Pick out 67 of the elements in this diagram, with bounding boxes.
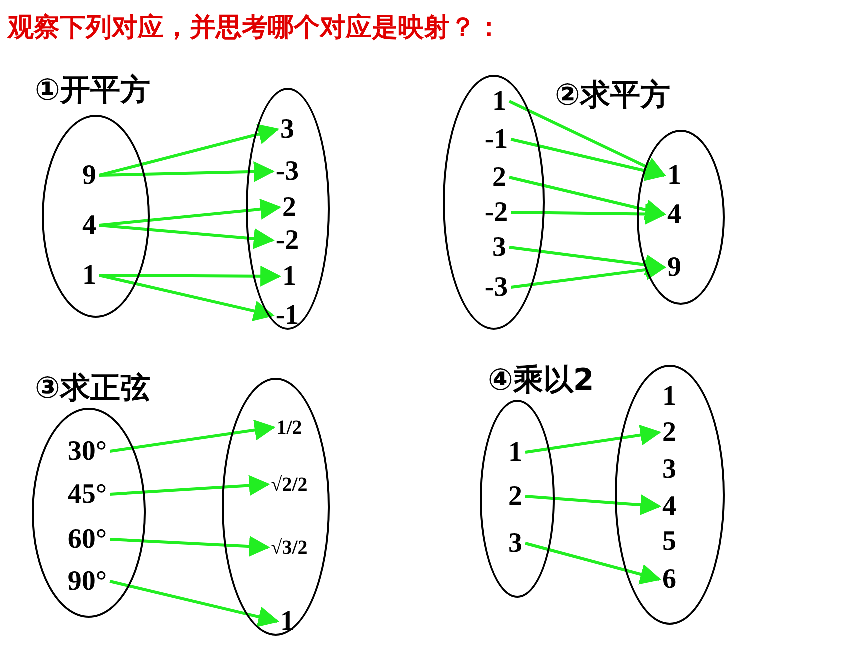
set-element: 6: [662, 566, 676, 594]
arrow: [509, 176, 667, 220]
set-element: 45°: [68, 480, 108, 508]
set-element: 1: [662, 382, 676, 410]
arrow: [110, 420, 276, 453]
set-element: 1: [668, 162, 682, 190]
set-element: 4: [668, 200, 682, 228]
set-element: 2: [508, 482, 522, 510]
set-element: 30°: [68, 438, 108, 466]
set-element: -3: [276, 158, 300, 186]
set-element: √2/2: [271, 474, 308, 494]
arrow: [99, 161, 275, 182]
arrow: [99, 274, 275, 322]
mapping-heading: ②求平方: [555, 77, 670, 115]
mapping-heading: ①开平方: [35, 72, 150, 110]
set-element: -1: [484, 126, 508, 154]
arrow: [100, 266, 282, 287]
arrow: [510, 138, 667, 182]
arrow: [509, 246, 667, 276]
set-element: 1: [492, 88, 506, 116]
arrow: [525, 542, 662, 585]
arrow: [99, 198, 282, 227]
arrow: [525, 424, 662, 454]
set-element: 3: [280, 116, 294, 144]
set-element: -1: [276, 302, 300, 330]
set-ellipse: [443, 75, 545, 330]
set-element: 2: [282, 194, 296, 222]
set-element: 9: [668, 254, 682, 282]
set-ellipse: [32, 408, 146, 618]
arrow: [110, 475, 270, 496]
set-element: -2: [276, 226, 300, 254]
set-element: 2: [662, 418, 676, 446]
set-ellipse: [615, 365, 725, 625]
set-ellipse: [480, 400, 555, 598]
title: 观察下列对应，并思考哪个对应是映射？：: [8, 12, 502, 45]
set-element: 60°: [68, 526, 108, 554]
set-element: 1: [280, 608, 294, 636]
arrow: [110, 580, 280, 628]
set-ellipse: [42, 115, 150, 318]
set-element: 2: [492, 164, 506, 192]
arrow: [99, 224, 275, 250]
set-element: 1: [508, 438, 522, 466]
set-element: 3: [508, 530, 522, 558]
set-element: 5: [662, 528, 676, 556]
set-ellipse: [222, 378, 330, 636]
set-element: -3: [484, 274, 508, 302]
mapping-heading: ③求正弦: [35, 370, 150, 408]
set-element: 1: [82, 262, 96, 290]
mapping-heading: ④乘以2: [488, 362, 594, 400]
set-ellipse: [246, 88, 330, 330]
arrow: [110, 536, 270, 558]
set-element: 1: [282, 262, 296, 290]
arrow: [511, 204, 667, 225]
set-element: 3: [662, 456, 676, 484]
set-element: 4: [662, 492, 676, 520]
set-element: √3/2: [271, 538, 308, 558]
set-element: 9: [82, 162, 96, 190]
set-ellipse: [637, 130, 725, 305]
arrow: [510, 260, 667, 289]
set-element: 1/2: [276, 418, 302, 438]
set-element: 3: [492, 234, 506, 262]
arrow: [508, 100, 666, 177]
set-element: 4: [82, 212, 96, 240]
set-element: 90°: [68, 568, 108, 596]
set-element: -2: [484, 198, 508, 226]
arrow: [99, 124, 280, 177]
arrow: [525, 494, 662, 516]
